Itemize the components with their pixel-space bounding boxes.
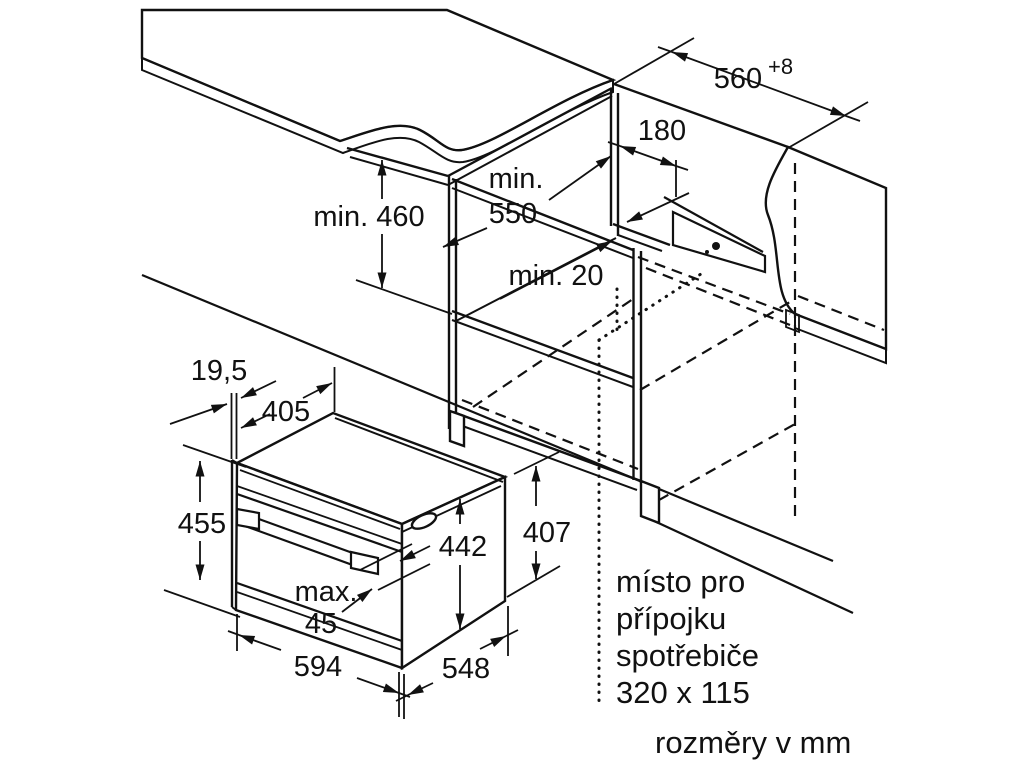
connection-point-dot-small [705,250,709,254]
label-front-height: 455 [178,508,226,540]
connection-note-line4: 320 x 115 [616,675,750,710]
label-connection-offset: 180 [638,115,686,147]
worktop-left-edge-band [141,56,614,164]
label-min-depth-word: min. [489,163,544,195]
connection-note-line3: spotřebiče [616,638,759,673]
hidden-edges-dashed [461,163,885,518]
label-rear-height: 407 [523,517,571,549]
notes: místo pro přípojku spotřebiče 320 x 115 … [616,564,851,760]
oven-handle-cap-left [235,507,261,531]
label-min-height: min. 460 [313,201,424,233]
label-min-depth-value: 550 [489,198,537,230]
floor-lines [141,273,854,614]
cabinet-leg-right [639,479,661,525]
connection-leader-dotted [597,270,706,706]
label-niche-width-tolerance: +8 [768,54,793,79]
cabinet-leg-left [448,409,466,448]
connection-note-line2: přípojku [616,601,726,636]
label-oven-depth: 548 [442,653,490,685]
label-niche-width: 560 [714,63,762,95]
oven-handle-cap-right [349,550,380,576]
connection-point-dot [712,242,720,250]
connection-area-hatch [671,210,767,274]
label-min-back-gap: min. 20 [508,260,603,292]
label-body-height: 442 [439,531,487,563]
units-note: rozměry v mm [655,725,851,760]
worktop-right-edge-band [794,312,887,365]
worktop-right [764,145,888,365]
label-oven-width: 594 [294,651,342,683]
label-frame-overhang: 19,5 [191,355,247,387]
connection-note-line1: místo pro [616,564,745,599]
dimensions [163,37,869,719]
label-handle-word: max. [295,576,358,608]
worktop-left [140,8,617,164]
oven-side-grip [410,512,438,530]
oven [230,411,509,671]
label-top-depth: 405 [262,396,310,428]
label-handle-value: 45 [305,608,337,640]
worktop-right-surface [764,145,888,351]
worktop-right-edge-cap [785,308,800,334]
dimension-labels: 560 +8 180 min. 550 min. 460 min. 20 19,… [178,54,793,685]
